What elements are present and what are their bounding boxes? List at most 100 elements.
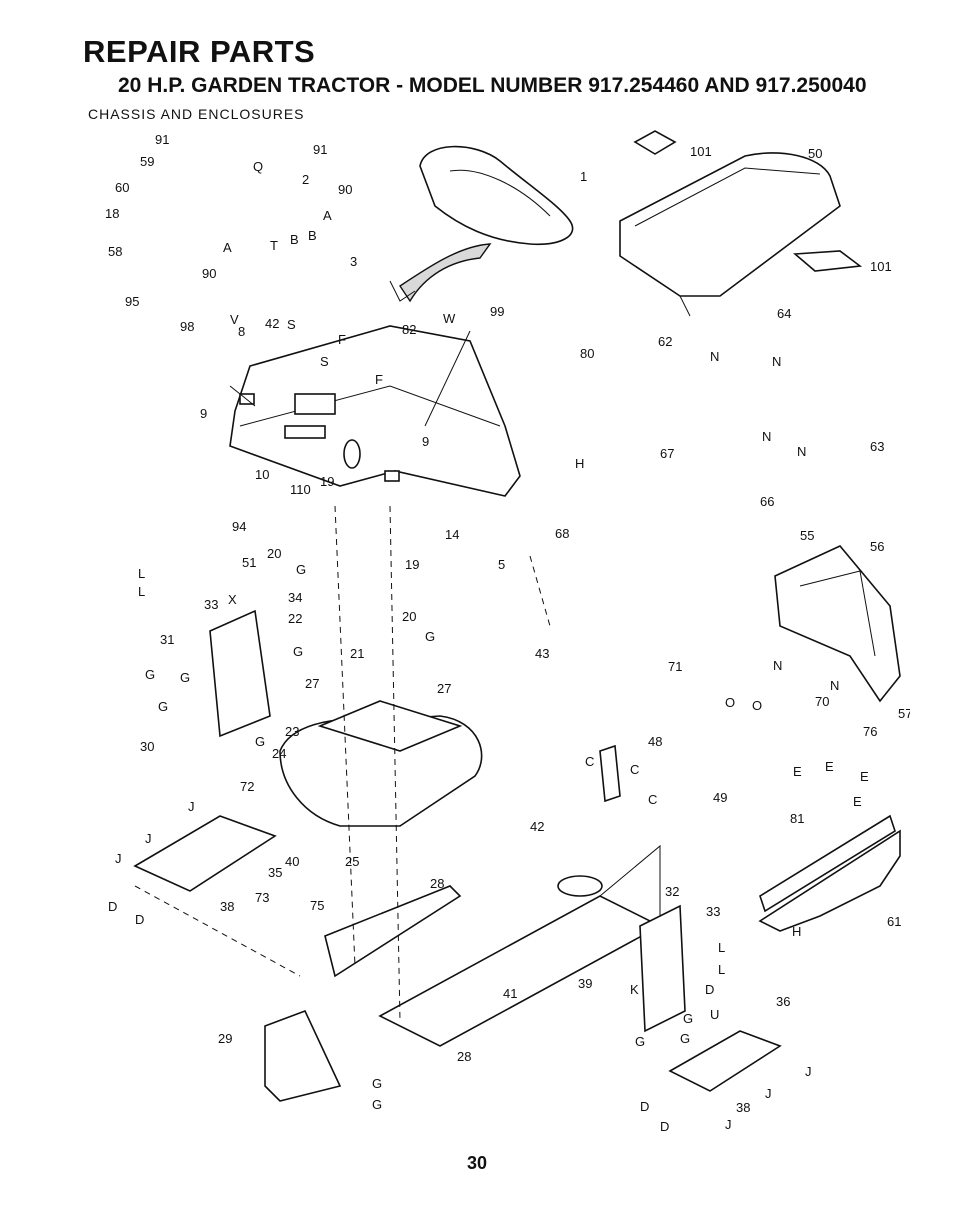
- callout-label: 39: [578, 976, 592, 991]
- callout-label: L: [718, 940, 725, 955]
- callout-label: 99: [490, 304, 504, 319]
- callout-label: D: [135, 912, 144, 927]
- callout-label: X: [228, 592, 237, 607]
- callout-label: N: [830, 678, 839, 693]
- callout-label: L: [138, 566, 145, 581]
- callout-label: G: [683, 1011, 693, 1026]
- callout-label: F: [375, 372, 383, 387]
- callout-label: 55: [800, 528, 814, 543]
- callout-label: 66: [760, 494, 774, 509]
- callout-label: C: [585, 754, 594, 769]
- callout-label: J: [188, 799, 195, 814]
- callout-label: 51: [242, 555, 256, 570]
- callout-label: A: [323, 208, 332, 223]
- dash-panel-drawing: [229, 325, 521, 497]
- callout-label: 48: [648, 734, 662, 749]
- callout-label: 18: [105, 206, 119, 221]
- callout-label: 101: [870, 259, 892, 274]
- callout-label: 23: [285, 724, 299, 739]
- callout-label: N: [772, 354, 781, 369]
- callout-label: 60: [115, 180, 129, 195]
- callout-label: 110: [290, 482, 311, 497]
- callout-label: G: [180, 670, 190, 685]
- callout-label: 50: [808, 146, 822, 161]
- leader-lines: [134, 330, 551, 1022]
- page-number: 30: [466, 1153, 488, 1173]
- callout-label: W: [443, 311, 456, 326]
- callout-label: E: [793, 764, 802, 779]
- callout-label: 82: [402, 322, 416, 337]
- callout-label: 94: [232, 519, 246, 534]
- callout-label: B: [290, 232, 299, 247]
- callout-label: G: [372, 1076, 382, 1091]
- callout-label: T: [270, 238, 278, 253]
- callout-label: G: [372, 1097, 382, 1112]
- callout-label: 30: [140, 739, 154, 754]
- callout-label: 27: [437, 681, 451, 696]
- callout-label: 14: [445, 527, 459, 542]
- callout-label: G: [425, 629, 435, 644]
- callout-label: 95: [125, 294, 139, 309]
- seat-drawing: [389, 145, 574, 303]
- callout-label: A: [223, 240, 232, 255]
- callout-label: 28: [457, 1049, 471, 1064]
- callout-label: 42: [265, 316, 279, 331]
- callout-label: D: [660, 1119, 669, 1134]
- callout-label: 36: [776, 994, 790, 1009]
- callout-label: 72: [240, 779, 254, 794]
- callout-label: 20: [267, 546, 281, 561]
- callout-label: 33: [204, 597, 218, 612]
- callout-label: 101: [690, 144, 712, 159]
- callout-label: 80: [580, 346, 594, 361]
- callout-label: D: [108, 899, 117, 914]
- callout-label: 22: [288, 611, 302, 626]
- callout-label: J: [765, 1086, 772, 1101]
- footrest-drawing: [133, 815, 782, 1092]
- callout-label: G: [145, 667, 155, 682]
- callout-label: G: [158, 699, 168, 714]
- callout-label: G: [680, 1031, 690, 1046]
- callout-label: O: [725, 695, 735, 710]
- callout-label: S: [320, 354, 329, 369]
- callout-label: G: [293, 644, 303, 659]
- callout-label: O: [752, 698, 762, 713]
- callout-label: 9: [422, 434, 429, 449]
- callout-label: H: [575, 456, 584, 471]
- callout-label: E: [860, 769, 869, 784]
- callout-label: 31: [160, 632, 174, 647]
- callout-label: 8: [238, 324, 245, 339]
- callout-label: 21: [350, 646, 364, 661]
- callout-label: 57: [898, 706, 910, 721]
- callout-label: 90: [202, 266, 216, 281]
- section-caption: CHASSIS AND ENCLOSURES: [88, 106, 305, 122]
- callout-label: 19: [320, 474, 334, 489]
- callout-label: H: [792, 924, 801, 939]
- callout-label: 25: [345, 854, 359, 869]
- callout-label: 90: [338, 182, 352, 197]
- callout-label: 76: [863, 724, 877, 739]
- callout-label: D: [640, 1099, 649, 1114]
- callout-label: 67: [660, 446, 674, 461]
- callout-label: 63: [870, 439, 884, 454]
- callout-label: 3: [350, 254, 357, 269]
- callout-label: K: [630, 982, 639, 997]
- callout-label: S: [287, 317, 296, 332]
- callout-label: 61: [887, 914, 901, 929]
- callout-label: 64: [777, 306, 791, 321]
- callout-label: J: [115, 851, 122, 866]
- page-title: REPAIR PARTS: [83, 34, 316, 69]
- callout-label: L: [718, 962, 725, 977]
- callout-label: 81: [790, 811, 804, 826]
- callout-label: J: [805, 1064, 812, 1079]
- callout-label: 56: [870, 539, 884, 554]
- callout-label: 68: [555, 526, 569, 541]
- battery-tray-drawing: [279, 700, 483, 827]
- callout-label: 73: [255, 890, 269, 905]
- callout-label: 62: [658, 334, 672, 349]
- callout-label: N: [710, 349, 719, 364]
- callout-label: V: [230, 312, 239, 327]
- callout-label: Q: [253, 159, 263, 174]
- callout-label: D: [705, 982, 714, 997]
